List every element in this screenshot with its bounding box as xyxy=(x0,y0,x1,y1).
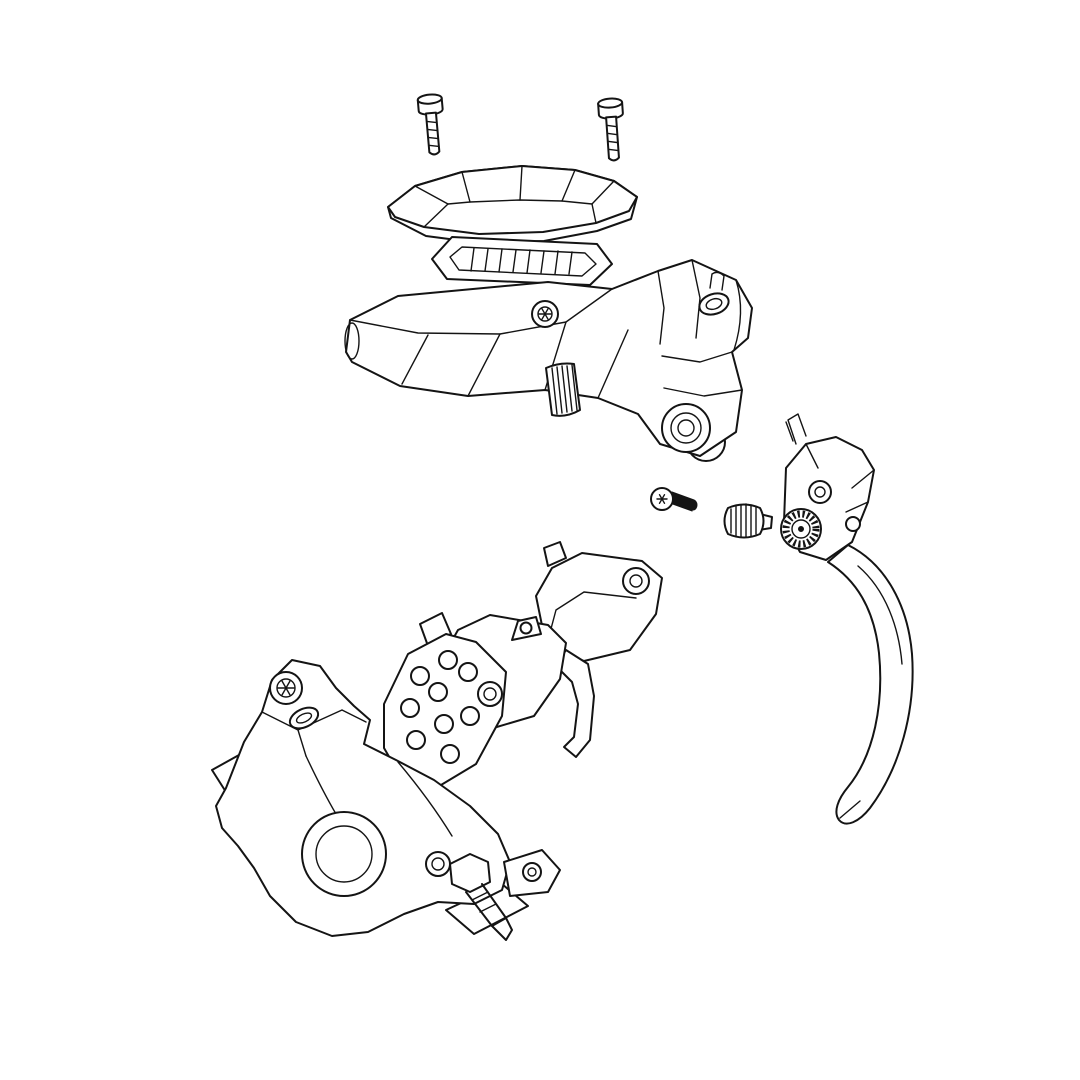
master-cylinder-body-icon xyxy=(344,259,753,462)
caliper-fixing-screw-icon xyxy=(269,671,303,705)
perforated-pad-spring-plate-icon xyxy=(383,612,507,789)
bleed-screw-icon xyxy=(650,487,698,512)
pad-retainer-hook-icon xyxy=(555,649,595,758)
caliper-hose-tab-icon xyxy=(503,849,561,897)
pivot-bearing-stack-icon xyxy=(661,403,711,453)
caliper-bore-icon xyxy=(301,811,387,897)
contact-adjust-dial-icon xyxy=(780,508,822,550)
knurled-barrel-icon xyxy=(545,362,581,417)
barrel-adjuster-icon xyxy=(723,503,773,539)
reservoir-cap-bolt-right-icon xyxy=(597,97,624,162)
lid-screw-boss-icon xyxy=(531,300,559,328)
reservoir-cap-bolt-left-icon xyxy=(416,93,444,156)
lever-blade-icon xyxy=(827,544,914,825)
caliper-body-icon xyxy=(211,659,561,941)
handlebar-clamp-hole-icon xyxy=(698,271,730,316)
reservoir-cap-icon xyxy=(387,165,638,244)
lever-assembly-icon xyxy=(780,413,914,825)
banjo-hose-fitting-icon xyxy=(449,853,513,941)
reservoir-bladder-icon xyxy=(431,236,613,286)
